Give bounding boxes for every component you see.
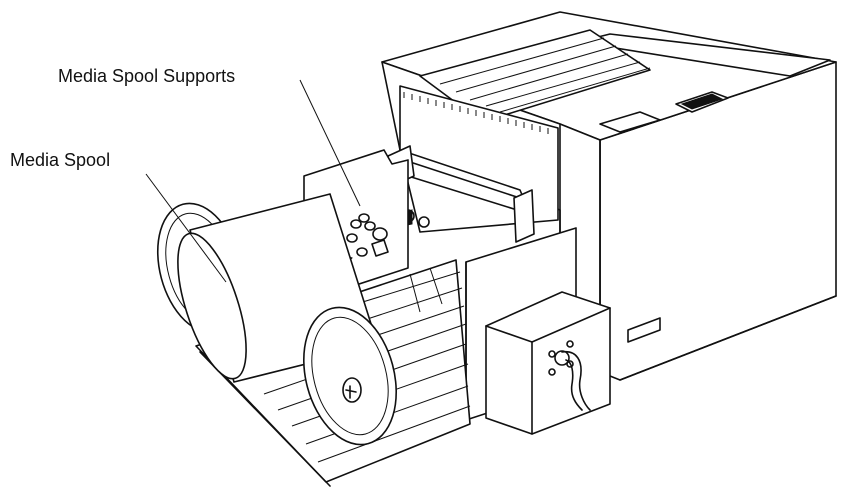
media-spool-supports-label: Media Spool Supports: [58, 66, 235, 86]
supports-leader-line: [299, 79, 361, 207]
media-spool-support-posts: [346, 213, 389, 257]
media-spool-label: Media Spool: [10, 150, 110, 170]
spool-motor-box: [485, 291, 611, 435]
media-spool: [156, 193, 398, 446]
spool-leader-line: [145, 173, 227, 283]
feed-roller-assembly: [387, 85, 559, 243]
